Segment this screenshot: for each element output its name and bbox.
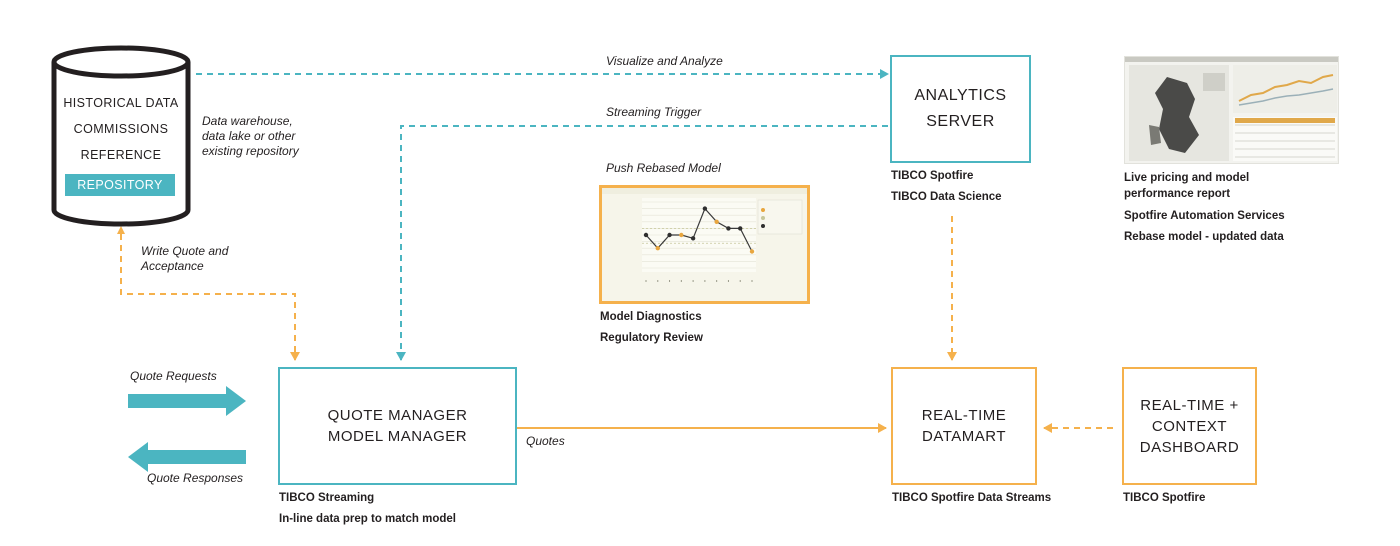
analytics-server-box: ANALYTICS SERVER <box>890 55 1031 163</box>
table-thumbnail <box>1235 118 1335 158</box>
data-point <box>679 232 684 238</box>
data-point <box>726 226 731 231</box>
report-captions: Live pricing and model performance repor… <box>1124 170 1285 248</box>
legend-marker <box>761 216 765 220</box>
write-quote-connector <box>120 234 300 361</box>
visualize-label: Visualize and Analyze <box>606 54 723 68</box>
series-line <box>645 207 753 252</box>
caption: In-line data prep to match model <box>279 513 456 525</box>
data-point <box>690 236 696 241</box>
quote-responses-label: Quote Responses <box>147 471 244 485</box>
model-diagnostics-thumbnail <box>599 185 810 304</box>
caption: Regulatory Review <box>600 332 703 344</box>
quote-manager-title: QUOTE MANAGER <box>327 407 468 424</box>
data-point <box>749 249 755 254</box>
quote-request-arrow <box>128 386 246 416</box>
write-quote-line: Acceptance <box>141 259 204 273</box>
map-thumbnail <box>1149 73 1225 153</box>
quote-requests-label: Quote Requests <box>130 369 217 383</box>
repository-line-commissions: COMMISSIONS <box>73 122 169 136</box>
repository-note-line: Data warehouse, <box>202 114 293 128</box>
quote-manager-captions: TIBCO Streaming In-line data prep to mat… <box>279 488 456 530</box>
repository-note: Data warehouse, data lake or other exist… <box>202 114 299 159</box>
data-point <box>643 232 649 238</box>
quotes-label: Quotes <box>526 434 565 448</box>
repository-note-line: data lake or other <box>202 129 296 143</box>
caption: TIBCO Spotfire Data Streams <box>892 492 1052 504</box>
caption: Rebase model - updated data <box>1124 231 1284 243</box>
repository-line-reference: REFERENCE <box>80 148 162 162</box>
analytics-server-captions: TIBCO Spotfire TIBCO Data Science <box>891 166 1002 208</box>
diagnostics-captions: Model Diagnostics Regulatory Review <box>600 307 703 349</box>
quote-manager-box: QUOTE MANAGER MODEL MANAGER <box>278 367 517 485</box>
data-point <box>714 219 719 224</box>
dashboard-title: CONTEXT <box>1151 417 1228 435</box>
write-quote-line: Write Quote and <box>141 244 229 258</box>
data-point <box>667 232 672 238</box>
datamart-captions: TIBCO Spotfire Data Streams <box>892 488 1051 509</box>
datamart-box: REAL-TIME DATAMART <box>891 367 1037 485</box>
quote-response-arrow <box>128 442 246 472</box>
dashboard-captions: TIBCO Spotfire <box>1123 488 1205 509</box>
caption: Model Diagnostics <box>600 311 702 323</box>
repository-badge-bg <box>65 174 175 196</box>
diagnostics-chart <box>602 188 807 282</box>
chart-title-bar <box>602 188 807 194</box>
caption: TIBCO Streaming <box>279 492 375 504</box>
caption: performance report <box>1124 188 1231 200</box>
repository-line-historical: HISTORICAL DATA <box>63 96 179 110</box>
trend-thumbnail <box>1238 74 1334 106</box>
datamart-title: REAL-TIME <box>921 407 1007 424</box>
write-quote-label: Write Quote and Acceptance <box>141 244 228 274</box>
legend-marker <box>761 208 765 212</box>
streaming-trigger-connector <box>396 125 888 361</box>
legend-marker <box>761 224 765 228</box>
caption: Live pricing and model <box>1124 172 1250 184</box>
analytics-server-title: ANALYTICS <box>914 87 1007 104</box>
data-point <box>738 226 743 231</box>
push-model-label: Push Rebased Model <box>606 161 721 175</box>
dashboard-title: DASHBOARD <box>1139 438 1240 456</box>
quote-manager-title: MODEL MANAGER <box>327 428 468 445</box>
data-point <box>655 246 660 251</box>
repository-note-line: existing repository <box>202 144 299 158</box>
repository-badge: REPOSITORY <box>77 178 163 192</box>
performance-report-thumbnail <box>1124 56 1339 164</box>
data-point <box>702 206 708 211</box>
caption: TIBCO Spotfire <box>891 170 974 182</box>
legend-box <box>757 199 803 235</box>
caption: Spotfire Automation Services <box>1124 210 1285 222</box>
dashboard-title: REAL-TIME + <box>1140 396 1239 414</box>
analytics-server-title: SERVER <box>926 113 995 130</box>
caption: TIBCO Data Science <box>891 191 1002 203</box>
dashboard-box: REAL-TIME + CONTEXT DASHBOARD <box>1122 367 1257 485</box>
caption: TIBCO Spotfire <box>1123 492 1206 504</box>
streaming-trigger-label: Streaming Trigger <box>606 105 702 119</box>
datamart-title: DATAMART <box>921 428 1006 445</box>
